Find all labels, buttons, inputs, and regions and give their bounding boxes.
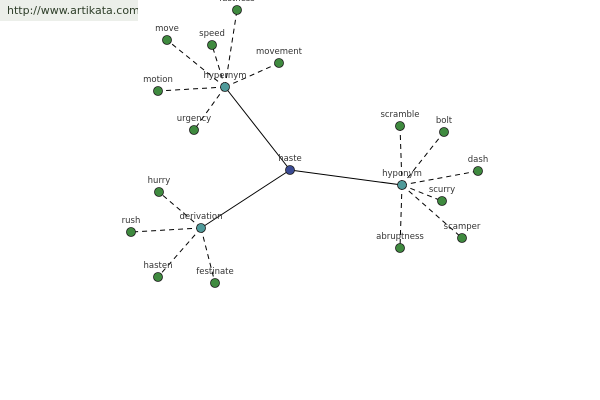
edge-center-hyponym [289, 169, 403, 186]
word-node-scramble-label: scramble [380, 110, 419, 120]
edge-hypernym-movement [224, 62, 280, 88]
word-node-rush[interactable]: rush [122, 216, 141, 237]
word-node-hurry-dot[interactable] [154, 187, 164, 197]
edge-hyponym-abruptness [399, 184, 403, 249]
relation-node-hyponym-dot[interactable] [397, 180, 407, 190]
relation-node-derivation-label: derivation [179, 212, 222, 222]
edge-hyponym-dash [401, 170, 479, 186]
word-node-fastness-label: fastness [219, 0, 255, 4]
center-node-haste[interactable]: haste [278, 154, 302, 175]
relation-node-hypernym-label: hypernym [203, 71, 246, 81]
word-node-movement[interactable]: movement [256, 47, 303, 68]
word-node-rush-dot[interactable] [126, 227, 136, 237]
word-node-move-dot[interactable] [162, 35, 172, 45]
edge-center-hypernym [224, 86, 291, 171]
word-node-scurry-label: scurry [429, 185, 455, 195]
edge-hypernym-fastness [224, 9, 238, 88]
word-node-hurry[interactable]: hurry [148, 176, 171, 197]
word-node-scamper-label: scamper [444, 222, 481, 232]
nodes: fastness speed move movement motion urgency hy… [122, 0, 488, 288]
edge-derivation-rush [130, 227, 202, 233]
word-node-bolt[interactable]: bolt [436, 116, 453, 137]
word-node-bolt-dot[interactable] [439, 127, 449, 137]
word-node-speed-dot[interactable] [207, 40, 217, 50]
word-node-scamper-dot[interactable] [457, 233, 467, 243]
word-node-fastness[interactable]: fastness [219, 0, 255, 15]
word-node-movement-label: movement [256, 47, 303, 57]
word-node-urgency[interactable]: urgency [177, 114, 211, 135]
word-node-scurry[interactable]: scurry [429, 185, 455, 206]
word-node-abruptness-label: abruptness [376, 232, 424, 242]
word-node-hasten-label: hasten [144, 261, 173, 271]
edge-hypernym-speed [211, 44, 226, 88]
word-node-urgency-dot[interactable] [189, 125, 199, 135]
relation-node-hypernym-dot[interactable] [220, 82, 230, 92]
edge-derivation-hurry [158, 191, 202, 229]
word-node-movement-dot[interactable] [274, 58, 284, 68]
word-node-dash-label: dash [468, 155, 488, 165]
edge-center-derivation [200, 169, 291, 229]
word-node-abruptness[interactable]: abruptness [376, 232, 424, 253]
word-node-abruptness-dot[interactable] [395, 243, 405, 253]
edge-derivation-hasten [157, 227, 202, 278]
relation-node-hyponym[interactable]: hyponym [382, 169, 422, 190]
word-node-urgency-label: urgency [177, 114, 211, 124]
word-node-scramble[interactable]: scramble [380, 110, 420, 131]
word-node-hurry-label: hurry [148, 176, 171, 186]
word-node-festinate-label: festinate [196, 267, 234, 277]
word-node-scurry-dot[interactable] [437, 196, 447, 206]
word-node-dash-dot[interactable] [473, 166, 483, 176]
word-node-festinate-dot[interactable] [210, 278, 220, 288]
word-node-move[interactable]: move [155, 24, 179, 45]
relation-node-derivation[interactable]: derivation [179, 212, 223, 233]
relation-node-hyponym-label: hyponym [382, 169, 422, 179]
relation-node-derivation-dot[interactable] [196, 223, 206, 233]
edge-hypernym-motion [157, 86, 226, 92]
edges [130, 9, 479, 284]
edge-derivation-festinate [200, 227, 216, 284]
word-node-speed[interactable]: speed [199, 29, 225, 50]
word-node-motion-dot[interactable] [153, 86, 163, 96]
word-node-hasten[interactable]: hasten [144, 261, 173, 282]
center-node-haste-label: haste [278, 154, 302, 164]
word-node-bolt-label: bolt [436, 116, 453, 126]
word-node-motion[interactable]: motion [143, 75, 173, 96]
source-url[interactable]: http://www.artikata.com [0, 0, 138, 21]
word-node-motion-label: motion [143, 75, 173, 85]
word-node-festinate[interactable]: festinate [196, 267, 234, 288]
center-node-haste-dot[interactable] [285, 165, 295, 175]
edge-hyponym-scamper [401, 184, 463, 239]
word-node-fastness-dot[interactable] [232, 5, 242, 15]
word-node-move-label: move [155, 24, 179, 34]
edge-hyponym-scurry [401, 184, 443, 202]
word-node-scramble-dot[interactable] [395, 121, 405, 131]
edge-hyponym-bolt [401, 131, 445, 186]
word-node-speed-label: speed [199, 29, 225, 39]
word-node-hasten-dot[interactable] [153, 272, 163, 282]
relation-node-hypernym[interactable]: hypernym [203, 71, 247, 92]
edge-hypernym-move [166, 39, 226, 88]
word-node-dash[interactable]: dash [468, 155, 488, 176]
word-node-scamper[interactable]: scamper [444, 222, 481, 243]
edge-hyponym-scramble [399, 125, 403, 186]
word-node-rush-label: rush [122, 216, 141, 226]
